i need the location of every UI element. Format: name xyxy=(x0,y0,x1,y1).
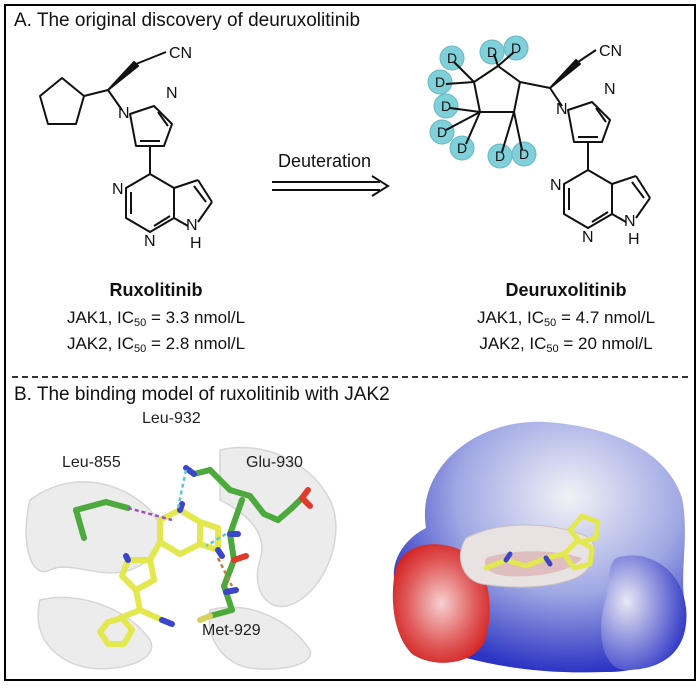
ic50-value: = 20 nmol/L xyxy=(558,334,653,353)
ic50-subscript: 50 xyxy=(546,343,559,355)
atom-d: D xyxy=(447,50,457,66)
deuruxolitinib-jak1: JAK1, IC50 = 4.7 nmol/L xyxy=(436,306,696,335)
ruxolitinib-name: Ruxolitinib xyxy=(109,280,203,300)
atom-n: N xyxy=(118,105,130,122)
ic50-value: = 2.8 nmol/L xyxy=(146,334,246,353)
panel-divider xyxy=(12,376,688,378)
ic50-subscript: 50 xyxy=(134,317,147,329)
atom-n: N xyxy=(112,181,124,198)
atom-d: D xyxy=(437,124,447,140)
ic50-value: = 4.7 nmol/L xyxy=(556,308,656,327)
atom-d: D xyxy=(441,98,451,114)
ruxolitinib-structure: CN N N N N N H xyxy=(39,45,213,252)
residue-label-met-929: Met-929 xyxy=(202,622,261,639)
ic50-prefix: JAK1, IC xyxy=(66,308,135,327)
ic50-subscript: 50 xyxy=(544,317,557,329)
atom-nh: N xyxy=(186,217,198,234)
atom-d: D xyxy=(511,40,521,56)
atom-n: N xyxy=(556,101,568,118)
residue-label-leu-855: Leu-855 xyxy=(62,454,121,471)
ic50-prefix: JAK2, IC xyxy=(66,334,135,353)
atom-n: N xyxy=(144,233,156,250)
atom-d: D xyxy=(457,140,467,156)
atom-n: N xyxy=(166,85,178,102)
deuruxolitinib-structure: D D D D D D D D D CN N N N N N H xyxy=(427,35,651,248)
figure-frame: A. The original discovery of deuruxoliti… xyxy=(4,4,696,681)
ic50-prefix: JAK2, IC xyxy=(479,334,547,353)
atom-n: N xyxy=(550,177,562,194)
residue-label-glu-930: Glu-930 xyxy=(246,454,303,471)
ic50-prefix: JAK1, IC xyxy=(476,308,545,327)
ruxolitinib-jak1: JAK1, IC50 = 3.3 nmol/L xyxy=(26,306,286,335)
atom-d: D xyxy=(495,148,505,164)
atom-n: N xyxy=(604,81,616,98)
binding-model-ribbon xyxy=(25,446,337,670)
deuteration-label: Deuteration xyxy=(278,151,372,171)
atom-cn: CN xyxy=(599,43,622,60)
deuruxolitinib-jak2: JAK2, IC50 = 20 nmol/L xyxy=(436,332,696,361)
panel-b-title: B. The binding model of ruxolitinib with… xyxy=(14,384,390,405)
panel-a-title: A. The original discovery of deuruxoliti… xyxy=(14,10,361,31)
electrostatic-surface xyxy=(392,421,687,673)
atom-d: D xyxy=(519,146,529,162)
atom-d: D xyxy=(435,74,445,90)
ruxolitinib-jak2: JAK2, IC50 = 2.8 nmol/L xyxy=(26,332,286,361)
ic50-value: = 3.3 nmol/L xyxy=(146,308,246,327)
deuteration-arrow xyxy=(272,175,390,197)
atom-nh: N xyxy=(624,213,636,230)
atom-d: D xyxy=(487,44,497,60)
ic50-subscript: 50 xyxy=(134,343,147,355)
residue-label-leu-932: Leu-932 xyxy=(142,410,201,427)
deuruxolitinib-name: Deuruxolitinib xyxy=(505,280,627,300)
atom-h: H xyxy=(190,235,202,252)
atom-h: H xyxy=(628,231,640,248)
atom-n: N xyxy=(582,229,594,246)
atom-cn: CN xyxy=(169,45,192,62)
